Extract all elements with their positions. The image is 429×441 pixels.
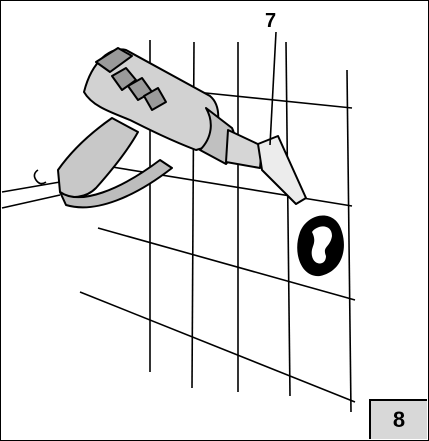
- grid-line-v5: [346, 69, 352, 413]
- grid-line-h3: [97, 227, 356, 301]
- pipe-cross-section-icon: [297, 215, 344, 277]
- reflector-nozzle-icon: [257, 135, 307, 205]
- callout-leader: [269, 31, 277, 146]
- grid-line-v4: [285, 41, 291, 397]
- grid-line-h1: [195, 91, 353, 109]
- figure-number-badge: 8: [369, 399, 427, 439]
- rail: [1, 169, 61, 209]
- grid-line-h4: [79, 291, 356, 403]
- part-callout-label: 7: [265, 10, 277, 32]
- grid-horizontal-lines: [79, 91, 356, 403]
- heat-gun-icon: [57, 47, 307, 209]
